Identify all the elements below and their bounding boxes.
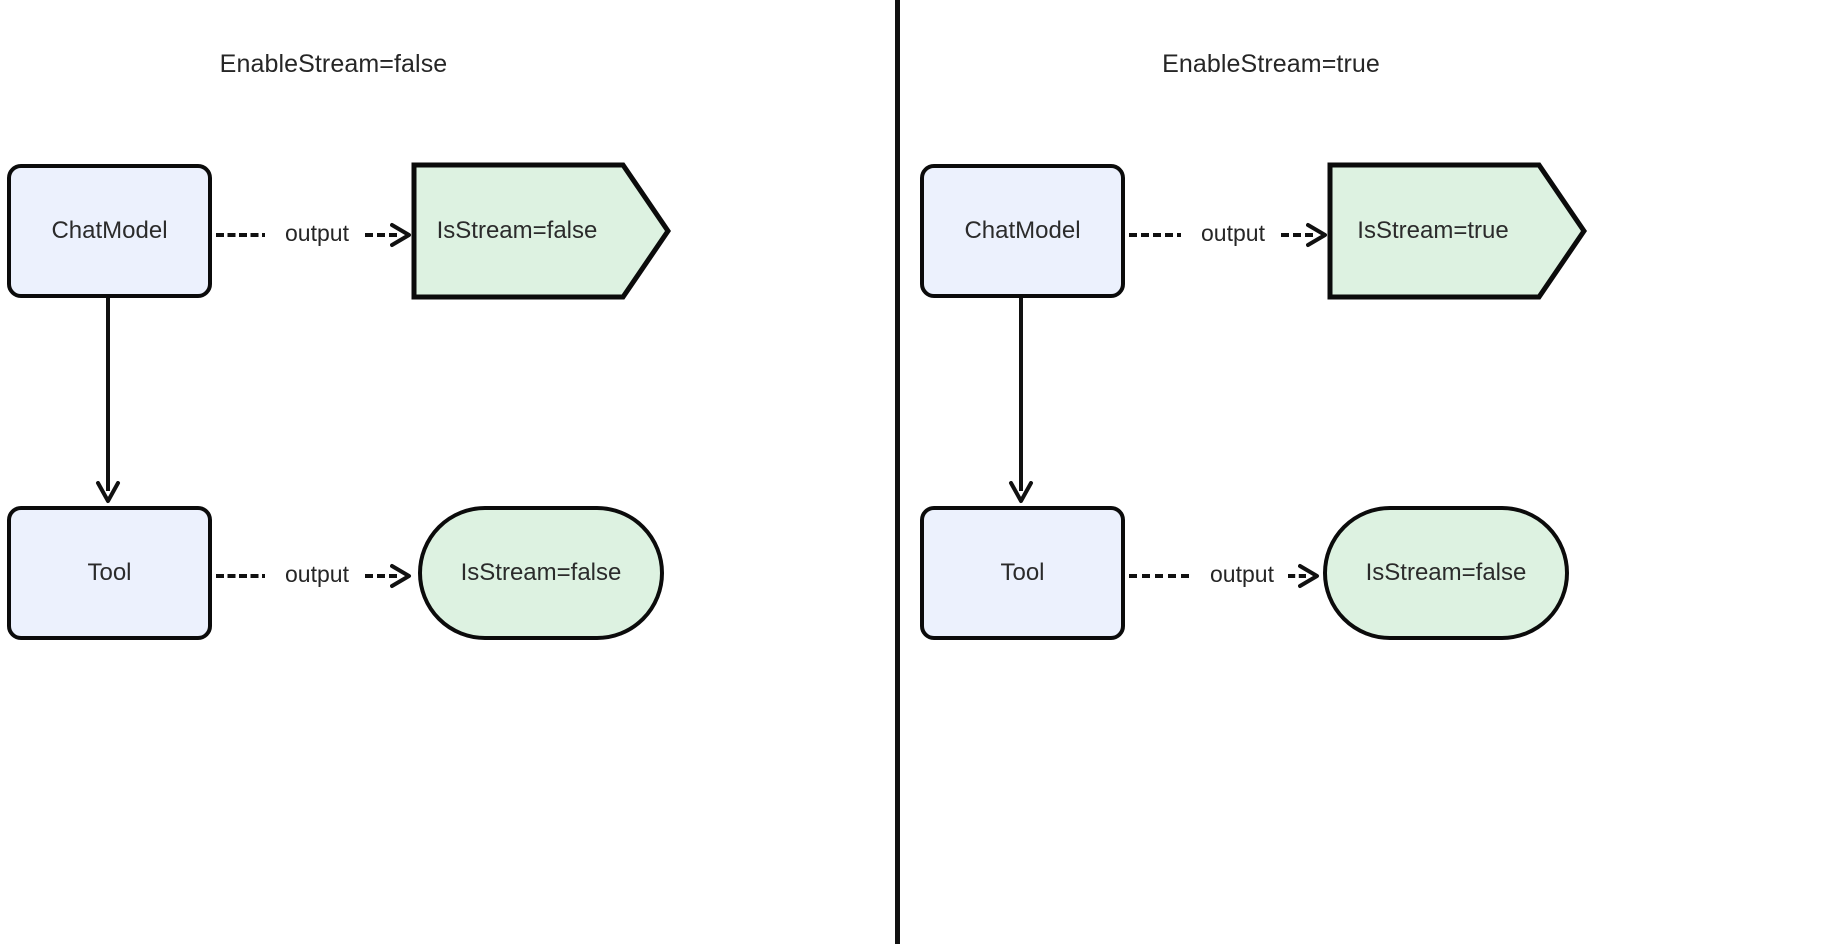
edge-right-top-label: output xyxy=(1181,220,1285,247)
node-right-chatmodel[interactable]: ChatModel xyxy=(920,164,1125,298)
pentagon-shape-icon xyxy=(1327,162,1587,300)
node-right-bot-result-label: IsStream=false xyxy=(1365,559,1527,586)
arrow-right-icon xyxy=(1306,223,1327,247)
node-right-top-result[interactable]: IsStream=true xyxy=(1327,162,1587,300)
edge-left-top-label: output xyxy=(265,220,369,247)
edge-left-bot-dash-b xyxy=(365,574,397,578)
pentagon-shape-icon xyxy=(411,162,671,300)
edge-right-top-dash-a xyxy=(1129,233,1185,237)
node-right-chatmodel-label: ChatModel xyxy=(964,217,1081,244)
edge-left-bot-label: output xyxy=(265,561,369,588)
node-right-top-result-label: IsStream=true xyxy=(1357,217,1509,244)
node-right-tool-label: Tool xyxy=(1000,559,1045,586)
edge-left-top-dash-b xyxy=(365,233,397,237)
panel-left-title: EnableStream=false xyxy=(219,50,448,78)
node-left-chatmodel-label: ChatModel xyxy=(51,217,168,244)
node-right-bot-result[interactable]: IsStream=false xyxy=(1323,506,1569,640)
edge-left-top-dash-a xyxy=(216,233,270,237)
edge-right-bot-dash-a xyxy=(1129,574,1189,578)
node-left-bot-result-label: IsStream=false xyxy=(460,559,622,586)
edge-left-bot-dash-a xyxy=(216,574,270,578)
arrow-right-icon xyxy=(390,223,411,247)
arrow-down-icon xyxy=(1009,481,1033,503)
panel-divider xyxy=(895,0,900,944)
arrow-right-icon xyxy=(390,564,411,588)
node-left-tool-label: Tool xyxy=(87,559,132,586)
node-left-top-result[interactable]: IsStream=false xyxy=(411,162,671,300)
node-right-tool[interactable]: Tool xyxy=(920,506,1125,640)
arrow-right-icon xyxy=(1298,564,1319,588)
edge-left-vertical-line xyxy=(106,298,110,491)
node-left-tool[interactable]: Tool xyxy=(7,506,212,640)
panel-enablestream-false: EnableStream=false ChatModel output IsSt… xyxy=(0,0,897,944)
edge-right-bot-dash-b xyxy=(1288,574,1306,578)
node-left-top-result-label: IsStream=false xyxy=(436,217,598,244)
edge-right-bot-label: output xyxy=(1190,561,1294,588)
edge-right-vertical-line xyxy=(1019,298,1023,491)
edge-right-top-dash-b xyxy=(1281,233,1313,237)
panel-enablestream-true: EnableStream=true ChatModel output IsStr… xyxy=(898,0,1840,944)
panel-right-title: EnableStream=true xyxy=(1162,50,1380,78)
arrow-down-icon xyxy=(96,481,120,503)
node-left-chatmodel[interactable]: ChatModel xyxy=(7,164,212,298)
node-left-bot-result[interactable]: IsStream=false xyxy=(418,506,664,640)
